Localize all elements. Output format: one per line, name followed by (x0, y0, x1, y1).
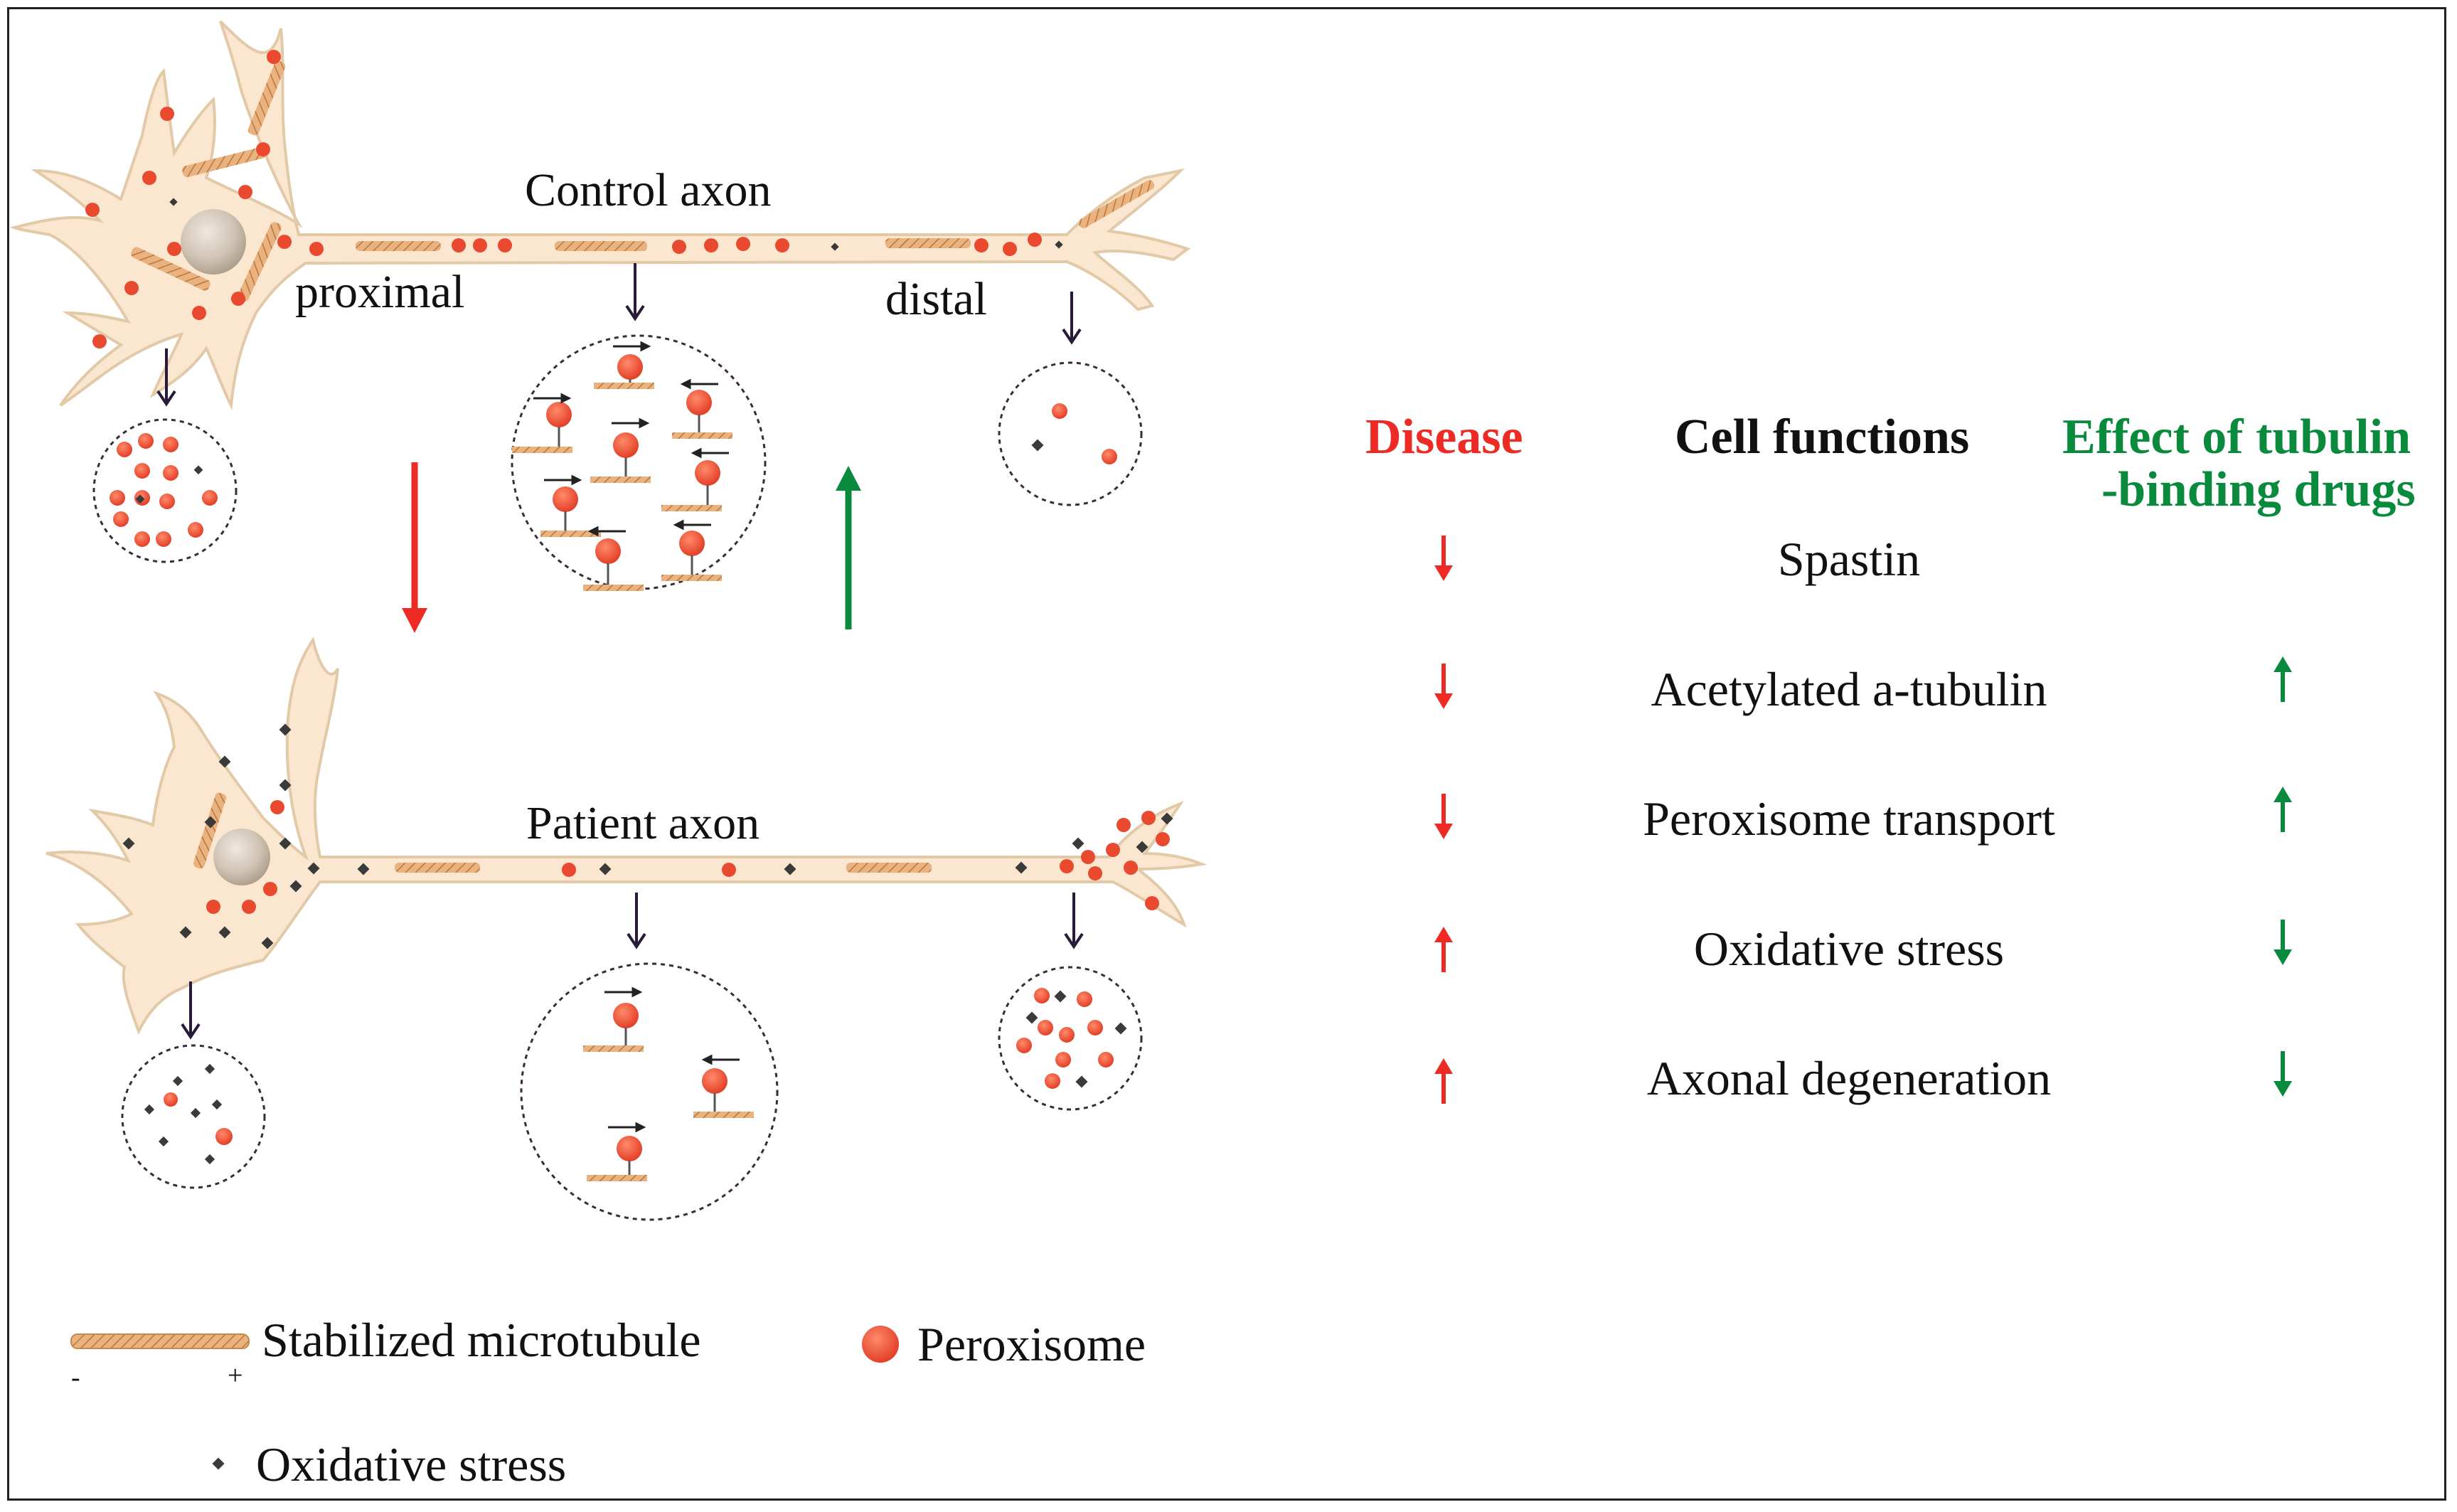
patient-neuron (46, 637, 1208, 1035)
table-row-function: Spastin (1777, 532, 1921, 586)
control-neuron (9, 20, 1191, 411)
header-effect-line2: -binding drugs (2101, 462, 2416, 517)
motor-cargo-group (512, 341, 732, 591)
microtubule-legend-icon (70, 1333, 250, 1349)
legend-oxidative-label: Oxidative stress (256, 1437, 567, 1491)
legend-minus-label: - (71, 1363, 80, 1393)
down-arrow (181, 981, 201, 1040)
drug-down-arrow (2274, 1051, 2292, 1097)
control-axon-microtubules (131, 60, 1155, 302)
microtubule (356, 241, 441, 251)
disease-arrow (402, 462, 427, 633)
patient-soma-zoom (121, 1044, 266, 1189)
control-nucleus (181, 209, 246, 275)
patient-cell-body (46, 637, 1208, 1035)
microtubule (131, 247, 210, 291)
figure-border (7, 7, 2446, 1501)
microtubule (182, 147, 266, 178)
header-cell-functions: Cell functions (1675, 410, 1970, 464)
patient-peroxisomes (206, 800, 1170, 914)
zoom-arrows (156, 263, 1084, 1040)
proximal-label: proximal (295, 266, 465, 318)
drug-up-arrow (2274, 656, 2292, 702)
drug-down-arrow (2274, 920, 2292, 965)
control-axon-zoom (511, 334, 767, 591)
control-stress-markers (169, 198, 1063, 251)
down-arrow (156, 348, 176, 407)
microtubule (247, 60, 286, 136)
microtubule (1078, 180, 1155, 228)
patient-nucleus (213, 829, 270, 885)
control-axon-label: Control axon (525, 164, 772, 216)
down-arrow (627, 893, 646, 949)
microtubule (193, 792, 227, 869)
drug-up-arrow (2274, 787, 2292, 832)
table-row-function: Peroxisome transport (1643, 792, 2055, 846)
table-row-function: Oxidative stress (1693, 922, 2005, 976)
down-arrow (1062, 292, 1082, 345)
legend-plus-label: + (228, 1361, 243, 1390)
control-cell-body (9, 20, 1191, 411)
disease-down-arrow (1434, 536, 1453, 581)
control-peroxisomes (85, 50, 1042, 348)
header-disease: Disease (1365, 410, 1523, 464)
distal-label: distal (885, 273, 987, 325)
control-soma-zoom (92, 418, 238, 563)
microtubule (395, 863, 480, 873)
microtubule (238, 222, 282, 302)
rescue-arrow (836, 466, 861, 629)
patient-axon-microtubules (193, 792, 932, 873)
table-row-function: Acetylated a-tubulin (1651, 662, 2047, 716)
down-arrow (1064, 893, 1084, 949)
disease-down-arrow (1434, 664, 1453, 709)
disease-up-arrow (1434, 927, 1453, 972)
legend-symbols (70, 1326, 899, 1470)
table-arrows (1434, 536, 2292, 1104)
legend-microtubule-label: Stabilized microtubule (262, 1313, 701, 1367)
patient-axon-zoom (520, 962, 779, 1221)
microtubule (555, 241, 647, 251)
down-arrow (625, 263, 645, 321)
microtubule (846, 863, 932, 873)
stress-legend-icon (212, 1457, 225, 1470)
table-row-function: Axonal degeneration (1646, 1051, 2052, 1105)
peroxisome-legend-icon (862, 1326, 899, 1363)
legend-peroxisome-label: Peroxisome (917, 1317, 1146, 1371)
header-effect-line1: Effect of tubulin (2062, 410, 2411, 464)
patient-axon-label: Patient axon (526, 797, 760, 849)
disease-down-arrow (1434, 794, 1453, 839)
disease-up-arrow (1434, 1058, 1453, 1104)
patient-distal-zoom (998, 966, 1143, 1111)
microtubule (885, 238, 971, 248)
control-distal-zoom (998, 361, 1143, 506)
